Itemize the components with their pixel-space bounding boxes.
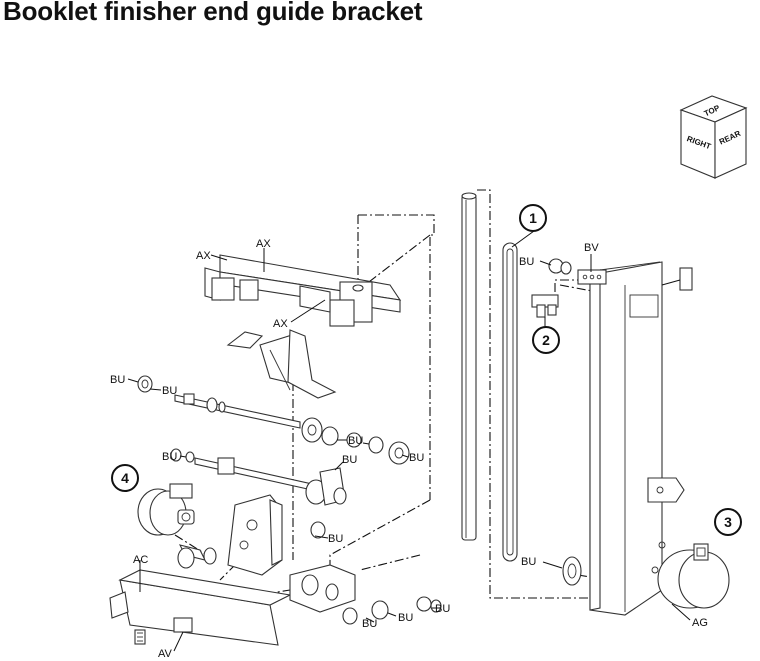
label-ax-1: AX [196,250,211,262]
label-bv: BV [584,242,599,254]
cube-rear-face [714,107,747,179]
label-bu-row-b: BU [342,454,357,466]
bottom-plate [109,569,292,646]
page-title: Booklet finisher end guide bracket [3,0,423,26]
lower-drive-bracket [289,564,442,625]
label-bu-bottom-3: BU [435,603,450,615]
rear-bushings [548,258,572,275]
label-ac: AC [133,554,148,566]
motor-left [137,483,195,536]
orientation-cube: TOP RIGHT REAR [679,95,748,179]
label-av: AV [158,648,173,660]
guide-shaft [461,192,477,541]
motor-right [657,543,730,621]
callout-3-number: 3 [724,514,732,530]
timing-belt [502,242,518,562]
middle-bracket [226,329,337,399]
label-bu-bottom-1: BU [362,618,377,630]
top-bracket [204,254,402,327]
label-bu-rear-top: BU [519,256,534,268]
callout-4-number: 4 [121,470,129,486]
upper-shaft [137,375,410,465]
label-ax-3: AX [273,318,288,330]
label-bu-bottom-2: BU [398,612,413,624]
sensor [531,294,559,327]
callout-2-number: 2 [542,332,550,348]
label-bu-row-a2: BU [409,452,424,464]
lower-shaft [170,448,347,506]
rear-frame-bracket [562,261,693,616]
callout-4: 4 [111,464,139,492]
label-bu-row-a1: BU [348,435,363,447]
callout-1-number: 1 [529,210,537,226]
drive-bracket [177,494,326,576]
label-ax-2: AX [256,238,271,250]
part-labels: AX AX AX BV BU BU BU BU BU BU BU BU BU B… [110,238,708,660]
leader-lines [127,230,592,652]
label-bu-shaft1-left: BU [110,374,125,386]
label-bu-rear-bottom: BU [521,556,536,568]
label-bu-shaft2-left: BU [162,451,177,463]
label-bu-shaft1-right: BU [162,385,177,397]
label-bu-gear: BU [328,533,343,545]
callout-2: 2 [532,326,560,354]
label-ag: AG [692,617,708,629]
callout-3: 3 [714,508,742,536]
callout-1: 1 [519,204,547,232]
